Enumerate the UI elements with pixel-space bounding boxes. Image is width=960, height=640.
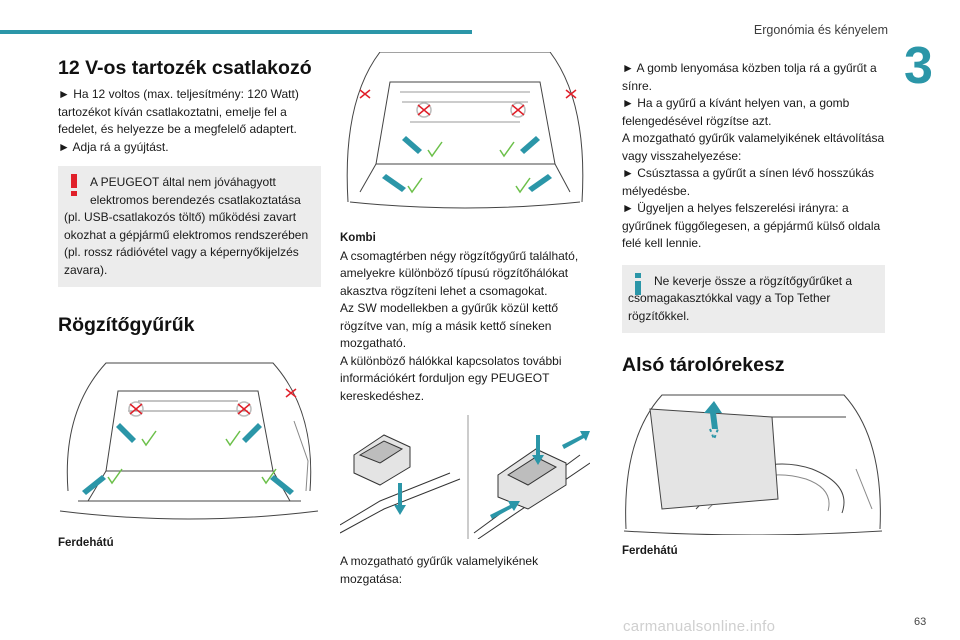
info-box: Ne keverje össze a rögzítőgyűrűket a cso… [622, 264, 885, 333]
heading-rings: Rögzítőgyűrűk [58, 314, 195, 336]
info-text-rest: csomagakasztókkal vagy a Top Tether rögz… [628, 291, 831, 323]
warning-text-rest: (pl. USB-csatlakozós töltő) működési zav… [64, 210, 309, 277]
warning-text-first: A PEUGEOT által nem jóváhagyott elektrom… [90, 175, 301, 207]
movable-ring-illustration [340, 415, 590, 539]
para-rings-3: A különböző hálókkal kapcsolatos további… [340, 353, 562, 403]
hatchback-ring-illustration [58, 351, 321, 527]
para-rings-4: A mozgatható gyűrűk valamelyikének mozga… [340, 554, 539, 586]
watermark: carmanualsonline.info [623, 618, 776, 635]
chapter-number: 3 [904, 37, 933, 95]
para-12v-1: ► Ha 12 voltos (max. teljesítmény: 120 W… [58, 87, 299, 136]
info-text-first: Ne keverje össze a rögzítőgyűrűket a [654, 273, 853, 288]
page-number: 63 [914, 616, 927, 628]
heading-lower-storage: Alsó tárolórekesz [622, 354, 785, 376]
para-rings-1: A csomagtérben négy rögzítőgyűrű találha… [340, 248, 579, 298]
para-move-4: ► Csúsztassa a gyűrűt a sínen lévő hossz… [622, 166, 874, 198]
caption-hatchback: Ferdehátú [58, 537, 114, 549]
lower-storage-illustration [622, 389, 885, 535]
estate-ring-illustration [340, 52, 590, 214]
para-rings-2: Az SW modellekben a gyűrűk közül kettő r… [340, 301, 559, 350]
column-1: 12 V-os tartozék csatlakozó ► Ha 12 volt… [58, 52, 321, 553]
para-move-2: ► Ha a gyűrű a kívánt helyen van, a gomb… [622, 96, 850, 128]
header-title: Ergonómia és kényelem [753, 23, 888, 37]
column-3: ► A gomb lenyomása közben tolja rá a gyű… [622, 60, 885, 561]
para-move-5: ► Ügyeljen a helyes felszerelési irányra… [622, 201, 881, 250]
para-move-1: ► A gomb lenyomása közben tolja rá a gyű… [622, 61, 877, 93]
header-bar [0, 30, 472, 34]
heading-12v-socket: 12 V-os tartozék csatlakozó [58, 57, 312, 79]
info-icon [635, 272, 641, 295]
para-12v-2: ► Adja rá a gyújtást. [58, 139, 169, 154]
caption-lower-storage: Ferdehátú [622, 545, 678, 557]
para-move-3: A mozgatható gyűrűk valamelyikének eltáv… [622, 131, 885, 163]
warning-icon [71, 174, 77, 196]
column-2: Kombi A csomagtérben négy rögzítőgyűrű t… [340, 52, 590, 588]
label-estate: Kombi [340, 232, 376, 244]
warning-box: A PEUGEOT által nem jóváhagyott elektrom… [58, 166, 321, 287]
